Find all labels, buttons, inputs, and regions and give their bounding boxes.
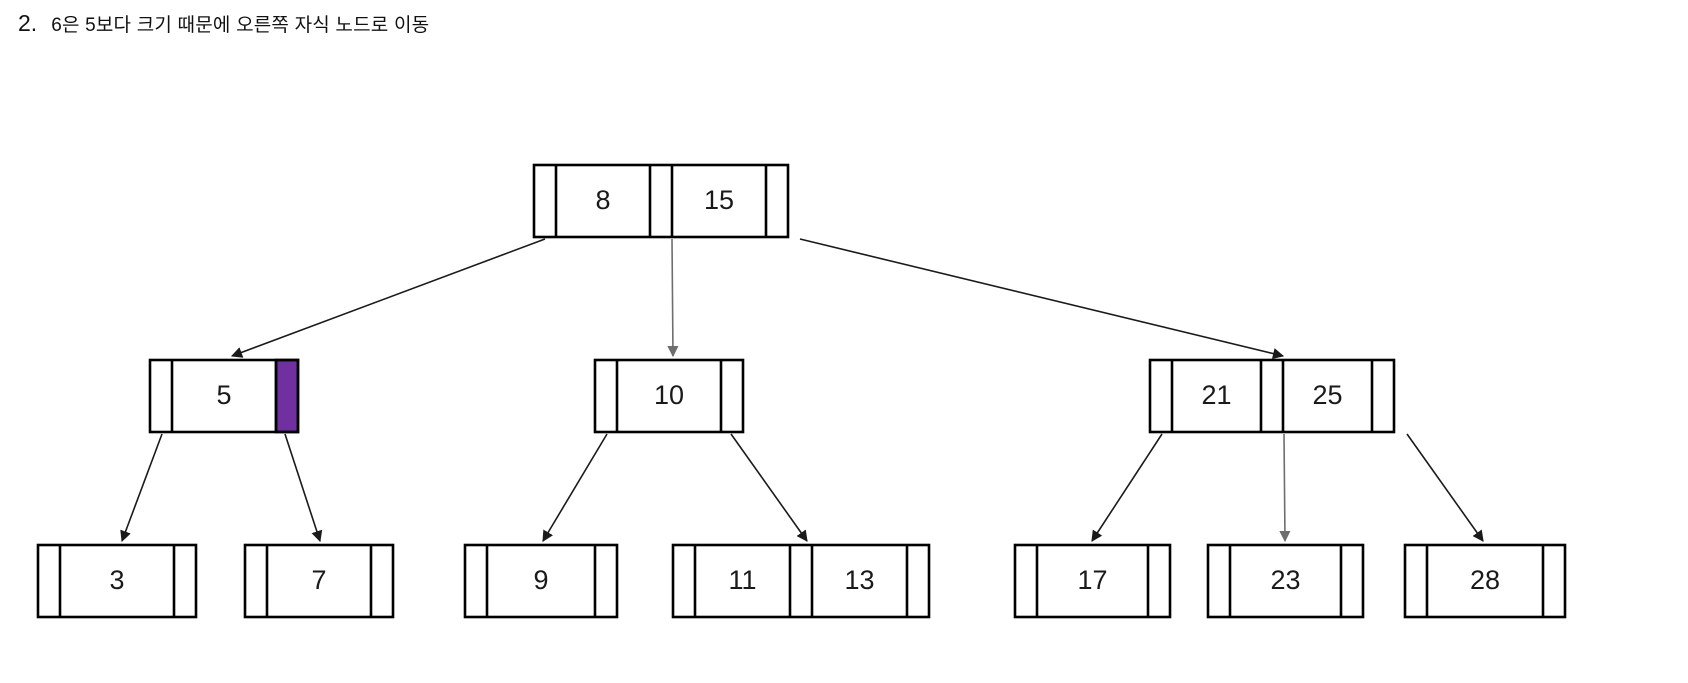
tree-node-leaf-28[interactable]: 28 xyxy=(1403,543,1567,619)
node-key-value: 9 xyxy=(533,565,548,595)
node-key-value: 5 xyxy=(216,380,231,410)
tree-node-n-10[interactable]: 10 xyxy=(593,358,745,434)
tree-node-leaf-17[interactable]: 17 xyxy=(1013,543,1172,619)
node-key-value: 17 xyxy=(1077,565,1107,595)
tree-edge-root-to-21 xyxy=(799,238,1285,360)
node-frame xyxy=(1148,358,1396,434)
node-frame xyxy=(148,358,300,434)
tree-node-leaf-3[interactable]: 3 xyxy=(36,543,198,619)
tree-edge-n5-to-7 xyxy=(284,433,323,543)
node-key-value: 13 xyxy=(844,565,874,595)
node-frame xyxy=(36,543,198,619)
node-frame xyxy=(1013,543,1172,619)
node-key-value: 28 xyxy=(1470,565,1500,595)
node-key-value: 23 xyxy=(1270,565,1300,595)
node-pointer-cell-highlighted[interactable] xyxy=(274,358,300,434)
tree-node-leaf-9[interactable]: 9 xyxy=(463,543,619,619)
tree-edge-n21-to-17 xyxy=(1091,433,1163,542)
node-frame xyxy=(463,543,619,619)
tree-node-n-5[interactable]: 5 xyxy=(148,358,300,434)
node-frame xyxy=(1403,543,1567,619)
node-key-value: 21 xyxy=(1201,380,1231,410)
tree-edge-root-to-5 xyxy=(230,238,546,358)
tree-node-root[interactable]: 8 15 xyxy=(532,163,790,239)
tree-node-n-21-25[interactable]: 21 25 xyxy=(1148,358,1396,434)
node-key-value: 3 xyxy=(109,565,124,595)
node-frame xyxy=(532,163,790,239)
node-key-value: 15 xyxy=(704,185,734,215)
caption: 2. 6은 5보다 크기 때문에 오른쪽 자식 노드로 이동 xyxy=(18,10,429,37)
tree-edge-n10-to-1113 xyxy=(730,433,808,542)
tree-edge-n21-to-23 xyxy=(1279,433,1291,543)
tree-edge-root-to-10 xyxy=(667,238,679,358)
tree-node-leaf-7[interactable]: 7 xyxy=(243,543,395,619)
tree-edge-n25-to-28 xyxy=(1406,433,1484,542)
node-frame xyxy=(1206,543,1365,619)
node-key-value: 25 xyxy=(1312,380,1342,410)
tree-edge-n5-to-3 xyxy=(120,433,163,543)
node-frame xyxy=(243,543,395,619)
node-frame xyxy=(671,543,931,619)
node-key-value: 11 xyxy=(728,565,756,595)
tree-node-leaf-11-13[interactable]: 11 13 xyxy=(671,543,931,619)
caption-number: 2. xyxy=(18,10,38,36)
tree-edge-n10-to-9 xyxy=(542,433,608,542)
edges-layer xyxy=(120,238,1484,543)
node-key-value: 8 xyxy=(595,185,610,215)
nodes-layer: 8 15 5 10 21 25 3 7 9 11 13 17 23 28 xyxy=(36,163,1567,619)
tree-node-leaf-23[interactable]: 23 xyxy=(1206,543,1365,619)
caption-text: 6은 5보다 크기 때문에 오른쪽 자식 노드로 이동 xyxy=(51,15,430,36)
node-key-value: 7 xyxy=(311,565,326,595)
node-key-value: 10 xyxy=(654,380,684,410)
node-frame xyxy=(593,358,745,434)
